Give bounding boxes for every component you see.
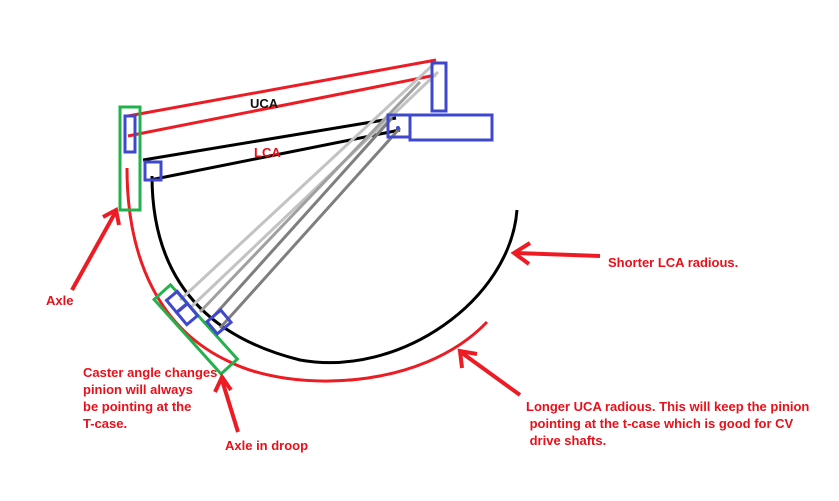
caster-note-line-1: Caster angle changes bbox=[83, 365, 218, 380]
droop-lca-link-a bbox=[210, 116, 394, 320]
caster-note-line-4: T-case. bbox=[83, 416, 128, 431]
axle-arrow bbox=[70, 206, 121, 291]
lca-radius-arc bbox=[150, 175, 519, 365]
uca-radius-arc bbox=[125, 167, 489, 383]
shorter-lca-label: Shorter LCA radious. bbox=[608, 255, 739, 270]
axle-droop-arrow bbox=[213, 372, 240, 433]
uca-bar-bottom bbox=[127, 73, 437, 138]
droop-mid-link bbox=[198, 80, 422, 314]
lca-axle-bracket bbox=[143, 160, 163, 182]
axle-in-droop-label: Axle in droop bbox=[225, 438, 309, 453]
axle-droop-housing bbox=[151, 282, 240, 376]
droop-lca-link-b bbox=[218, 126, 402, 330]
uca-bar-top bbox=[127, 58, 437, 118]
uca-frame-bracket bbox=[430, 61, 448, 113]
lca-bar-bottom bbox=[149, 128, 401, 182]
uca-arc-arrow bbox=[457, 348, 522, 397]
longer-uca-note-line-3: drive shafts. bbox=[526, 433, 607, 448]
uca-label: UCA bbox=[250, 96, 279, 111]
droop-uca-link-b bbox=[188, 70, 440, 310]
droop-uca-link-a bbox=[178, 60, 438, 302]
caster-note-line-3: be pointing at the bbox=[83, 399, 192, 414]
lca-frame-bracket bbox=[386, 113, 412, 139]
lca-arc-arrow bbox=[510, 241, 601, 266]
longer-uca-note-line-1: Longer UCA radious. This will keep the p… bbox=[526, 399, 810, 414]
axle-droop-group bbox=[151, 282, 240, 376]
droop-lca-bracket bbox=[204, 307, 234, 337]
longer-uca-note-line-2: pointing at the t-case which is good for… bbox=[526, 416, 794, 431]
uca-axle-bracket bbox=[123, 114, 137, 154]
lca-label: LCA bbox=[254, 145, 281, 160]
droop-uca-bracket-2 bbox=[174, 301, 200, 327]
axle-label: Axle bbox=[46, 293, 74, 308]
frame-rail bbox=[408, 113, 494, 142]
caster-note: Caster angle changes pinion will always … bbox=[83, 364, 217, 432]
lca-frame-pivot bbox=[396, 126, 400, 130]
longer-uca-note: Longer UCA radious. This will keep the p… bbox=[526, 398, 809, 449]
axle-housing bbox=[118, 105, 142, 212]
caster-note-line-2: pinion will always bbox=[83, 382, 193, 397]
lca-bar-top bbox=[142, 116, 397, 162]
